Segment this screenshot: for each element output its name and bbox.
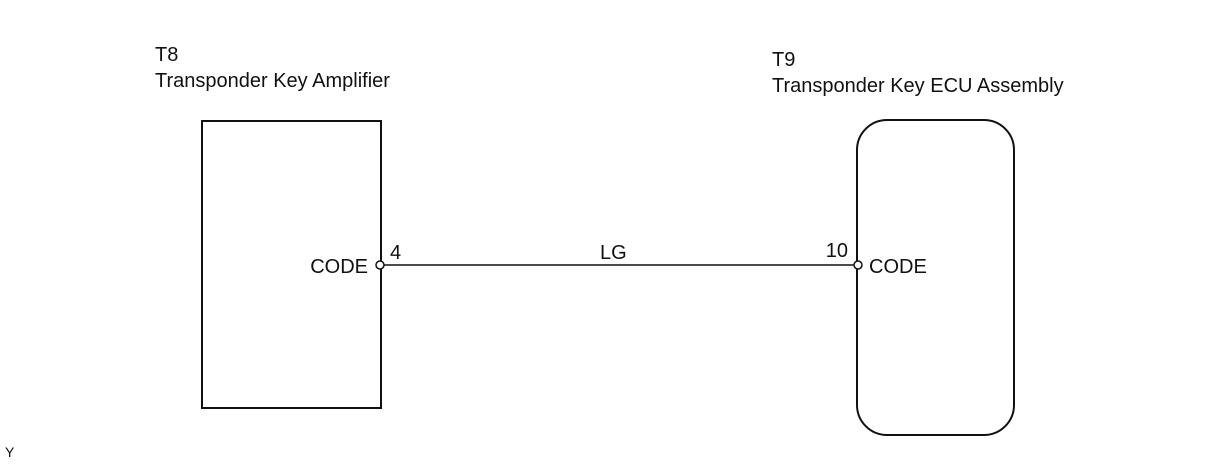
t9-component-name: Transponder Key ECU Assembly (772, 75, 1064, 97)
t8-component-name: Transponder Key Amplifier (155, 70, 390, 92)
t8-connector-code: T8 (155, 44, 179, 66)
t9-terminal-pin (853, 260, 863, 270)
footer-mark: Y (5, 444, 15, 460)
t9-ecu-box (856, 119, 1015, 436)
t9-connector-code: T9 (772, 49, 796, 71)
t8-terminal-pin (375, 260, 385, 270)
t9-terminal-signal: CODE (869, 256, 927, 278)
t8-terminal-signal: CODE (310, 256, 368, 278)
t9-terminal-number: 10 (825, 240, 848, 262)
wire-color-label: LG (600, 242, 627, 264)
t8-terminal-number: 4 (390, 242, 402, 264)
